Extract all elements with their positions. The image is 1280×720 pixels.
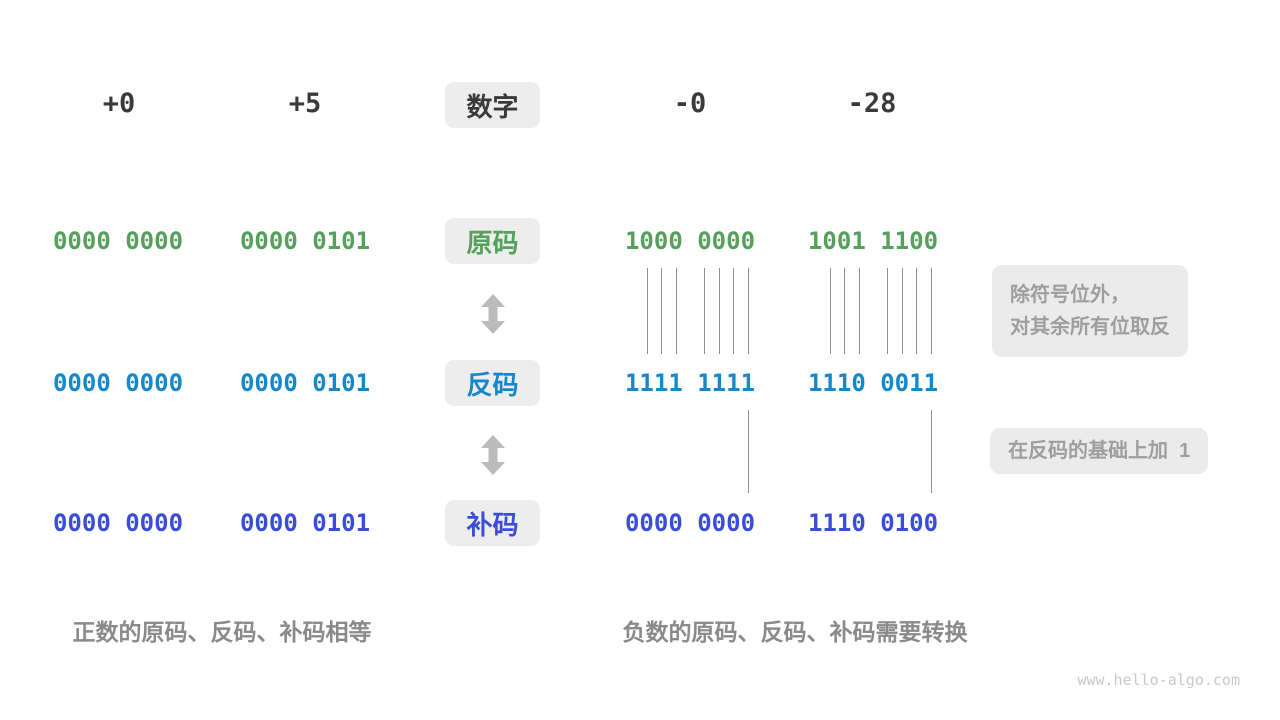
flip-annotation: 除符号位外， 对其余所有位取反	[992, 265, 1188, 357]
sign-magnitude-value: 1000 0000	[624, 227, 756, 255]
sign-magnitude-value: 1001 1100	[807, 227, 939, 255]
bit-transform-line	[747, 268, 749, 354]
bit-transform-line	[733, 268, 735, 354]
header-number-plus-0: +0	[102, 88, 136, 119]
ones-complement-value: 0000 0000	[52, 369, 184, 397]
twos-complement-value: 1110 0100	[807, 509, 939, 537]
flip-annotation-line2: 对其余所有位取反	[1010, 316, 1170, 338]
twos-complement-value: 0000 0000	[52, 509, 184, 537]
bit-transform-line	[646, 268, 648, 354]
add-one-annotation: 在反码的基础上加 1	[990, 428, 1209, 474]
bit-transform-line	[718, 268, 720, 354]
bit-transform-line	[858, 268, 860, 354]
bit-transform-line	[829, 268, 831, 354]
bit-transform-line	[675, 268, 677, 354]
bit-transform-line	[661, 268, 663, 354]
flip-annotation-line1: 除符号位外，	[1010, 284, 1130, 306]
twos-complement-label-box: 补码	[445, 500, 540, 546]
twos-complement-value: 0000 0101	[239, 509, 371, 537]
bit-transform-line	[901, 268, 903, 354]
watermark: www.hello-algo.com	[1077, 671, 1240, 689]
sign-magnitude-label-box: 原码	[445, 218, 540, 264]
sign-magnitude-value: 0000 0000	[52, 227, 184, 255]
header-number-plus-5: +5	[288, 88, 322, 119]
header-number-minus-0: -0	[673, 88, 707, 119]
header-number-minus-28: -28	[847, 88, 897, 119]
up-down-arrow-icon	[479, 294, 507, 334]
bit-transform-line	[930, 268, 932, 354]
ones-complement-label-box: 反码	[445, 360, 540, 406]
positive-numbers-caption: 正数的原码、反码、补码相等	[72, 619, 372, 645]
bit-transform-line	[704, 268, 706, 354]
number-label-box: 数字	[445, 82, 540, 128]
ones-complement-value: 1111 1111	[624, 369, 756, 397]
sign-magnitude-value: 0000 0101	[239, 227, 371, 255]
negative-numbers-caption: 负数的原码、反码、补码需要转换	[622, 619, 968, 645]
bit-transform-line	[930, 410, 932, 493]
twos-complement-value: 0000 0000	[624, 509, 756, 537]
bit-transform-line	[844, 268, 846, 354]
up-down-arrow-icon	[479, 435, 507, 475]
ones-complement-value: 0000 0101	[239, 369, 371, 397]
bit-transform-line	[916, 268, 918, 354]
bit-transform-line	[887, 268, 889, 354]
bit-transform-line	[747, 410, 749, 493]
ones-complement-value: 1110 0011	[807, 369, 939, 397]
